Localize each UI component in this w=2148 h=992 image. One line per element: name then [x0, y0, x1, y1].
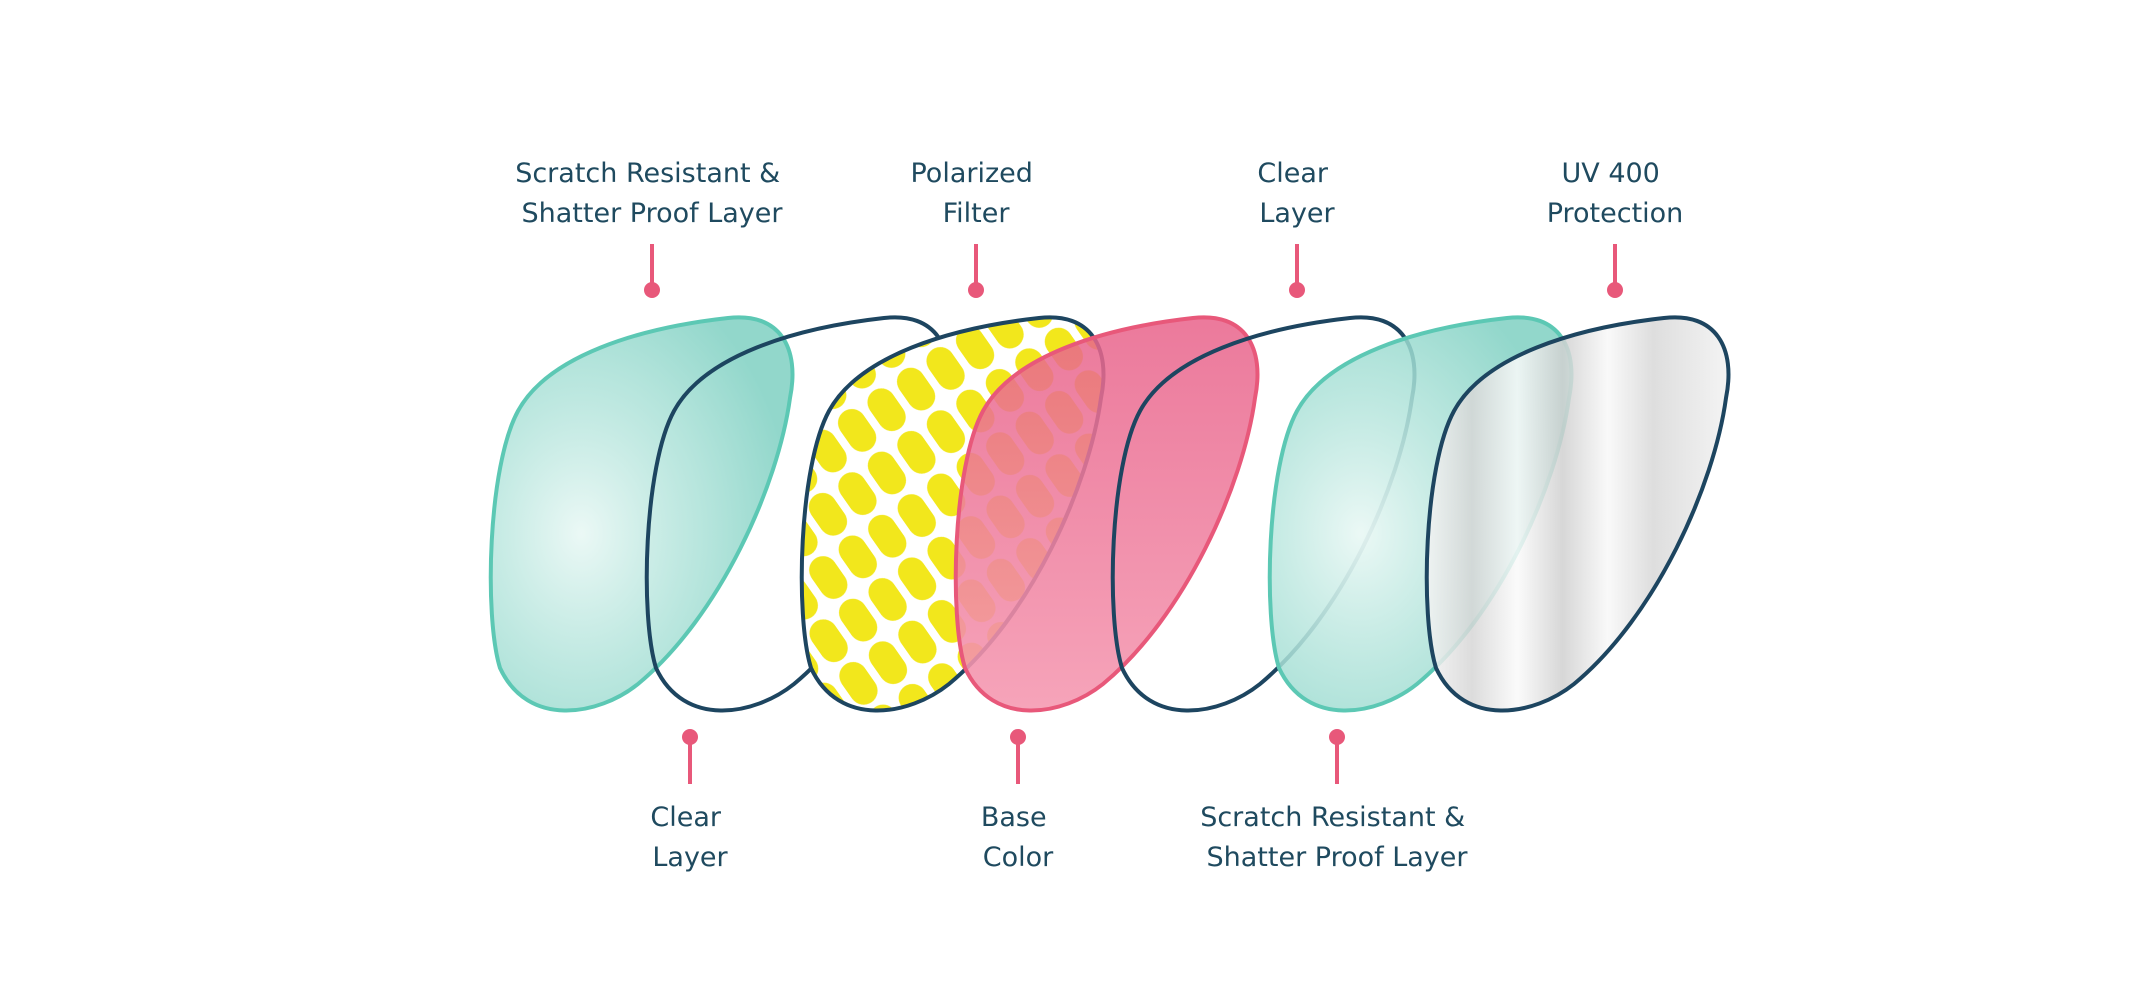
label-top-polarized-filter: Polarized Filter	[910, 158, 1041, 229]
pin-bottom-2	[1010, 729, 1026, 784]
pin-top-1	[644, 244, 660, 298]
label-top-uv400: UV 400 Protection	[1547, 158, 1684, 229]
label-bottom-clear-layer: Clear Layer	[650, 802, 729, 873]
lens-scratch-resistant-front	[488, 315, 795, 713]
pin-bottom-3	[1329, 729, 1345, 784]
label-top-scratch-resistant: Scratch Resistant & Shatter Proof Layer	[515, 158, 789, 229]
label-bottom-base-color: Base Color	[981, 802, 1055, 873]
label-bottom-scratch-resistant: Scratch Resistant & Shatter Proof Layer	[1200, 802, 1474, 873]
pin-top-3	[1289, 244, 1305, 298]
pin-bottom-1	[682, 729, 698, 784]
label-top-clear-layer: Clear Layer	[1257, 158, 1336, 229]
pin-top-4	[1607, 244, 1623, 298]
pin-top-2	[968, 244, 984, 298]
